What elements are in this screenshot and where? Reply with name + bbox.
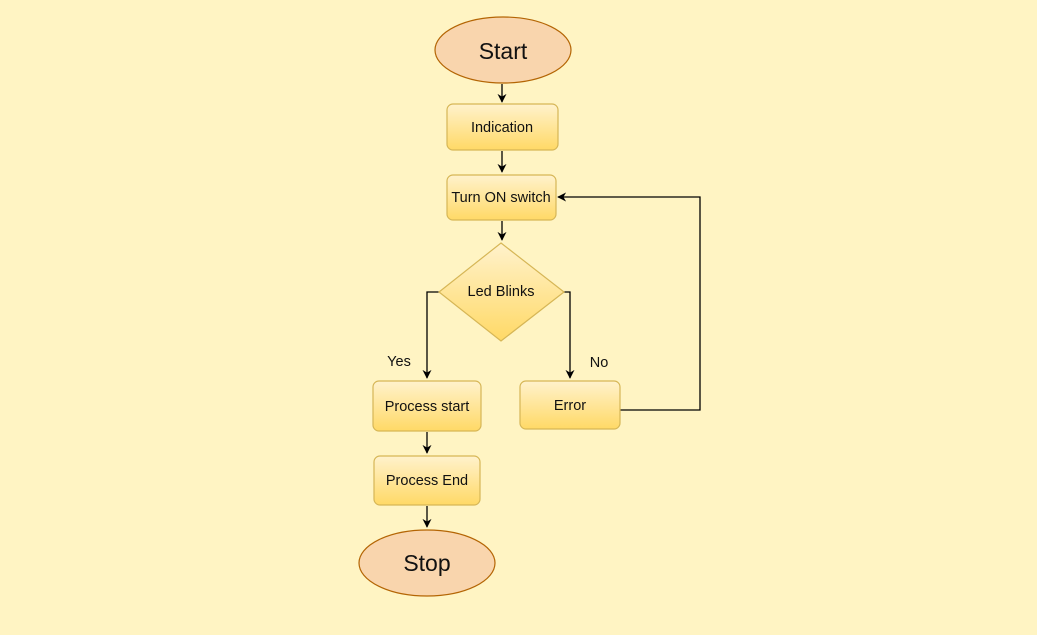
turn-on-switch-label: Turn ON switch	[451, 190, 550, 206]
stop-node: Stop	[358, 529, 496, 597]
led-blinks-label: Led Blinks	[468, 284, 535, 300]
edge-led-blinks-to-error	[564, 291, 575, 379]
turn-on-switch-node: Turn ON switch	[446, 174, 557, 221]
process-start-node: Process start	[372, 380, 482, 432]
edge-led-blinks-to-process-start	[422, 291, 439, 379]
error-node: Error	[519, 380, 621, 430]
edge-label-no: No	[590, 355, 609, 371]
process-start-label: Process start	[385, 399, 470, 415]
indication-node: Indication	[446, 103, 559, 151]
indication-label: Indication	[471, 120, 533, 136]
led-blinks-decision-node: Led Blinks	[438, 242, 565, 342]
start-node: Start	[434, 16, 572, 84]
process-end-label: Process End	[386, 473, 468, 489]
start-label: Start	[479, 38, 528, 64]
error-label: Error	[554, 398, 586, 414]
process-end-node: Process End	[373, 455, 481, 506]
edge-label-yes: Yes	[387, 354, 411, 370]
edge-error-to-turn-on-switch	[557, 192, 701, 411]
stop-label: Stop	[403, 550, 450, 576]
